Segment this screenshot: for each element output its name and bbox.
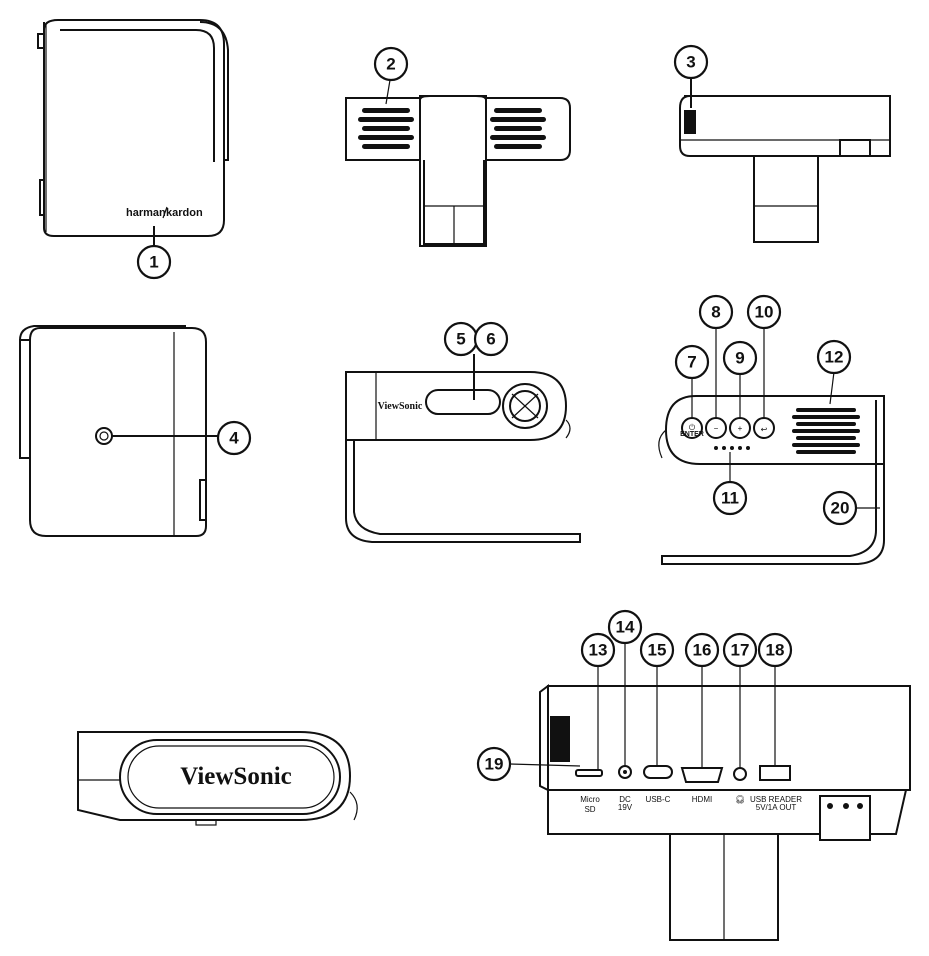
callout-2: 2 — [373, 46, 409, 82]
top-vents-right — [490, 108, 546, 149]
callout-20: 20 — [822, 490, 858, 526]
view-side-focus — [679, 78, 891, 243]
svg-text:5: 5 — [456, 330, 465, 349]
svg-text:+: + — [738, 424, 743, 433]
callout-6: 6 — [473, 321, 509, 357]
top-vents-left — [358, 108, 414, 149]
svg-text:10: 10 — [755, 303, 774, 322]
svg-text:Micro: Micro — [580, 795, 600, 804]
svg-text:19V: 19V — [618, 803, 633, 812]
callout-18: 18 — [757, 632, 793, 668]
callout-17: 17 — [722, 632, 758, 668]
svg-text:11: 11 — [721, 489, 739, 508]
callout-10: 10 — [746, 294, 782, 330]
callout-19: 19 — [476, 746, 512, 782]
svg-text:3: 3 — [686, 53, 695, 72]
callout-14: 14 — [607, 609, 643, 645]
view-lens-cover: ViewSonic — [77, 731, 358, 826]
svg-text:19: 19 — [485, 755, 504, 774]
svg-text:🎧︎: 🎧︎ — [735, 795, 745, 804]
svg-text:16: 16 — [693, 641, 712, 660]
view-bottom-tripod — [19, 325, 218, 537]
view-control-panel: ⏻ ENTER − + ↩ — [658, 328, 885, 565]
harman-logo-right: kardon — [166, 207, 203, 219]
svg-text:17: 17 — [731, 641, 750, 660]
svg-text:18: 18 — [766, 641, 785, 660]
svg-text:1: 1 — [149, 253, 158, 272]
callout-15: 15 — [639, 632, 675, 668]
svg-text:6: 6 — [486, 330, 495, 349]
svg-text:SD: SD — [584, 805, 595, 814]
view-rear-ports: Micro SD DC 19V USB-C HDMI 🎧︎ USB READER… — [509, 644, 911, 941]
led-indicators — [714, 446, 750, 450]
callout-3: 3 — [673, 44, 709, 80]
svg-text:15: 15 — [648, 641, 667, 660]
svg-text:2: 2 — [386, 55, 395, 74]
callout-5: 5 — [443, 321, 479, 357]
view-front-lens: ViewSonic — [345, 354, 581, 543]
callout-11: 11 — [712, 480, 748, 516]
callout-4: 4 — [216, 420, 252, 456]
svg-text:8: 8 — [711, 303, 720, 322]
svg-text:5V/1A OUT: 5V/1A OUT — [756, 803, 797, 812]
svg-text:USB-C: USB-C — [646, 795, 671, 804]
svg-text:13: 13 — [589, 641, 608, 660]
svg-text:USB READER: USB READER — [750, 795, 802, 804]
svg-text:↩: ↩ — [761, 425, 768, 434]
callout-16: 16 — [684, 632, 720, 668]
callout-9: 9 — [722, 340, 758, 376]
viewsonic-logo-small: ViewSonic — [378, 401, 423, 412]
svg-text:7: 7 — [687, 353, 696, 372]
svg-text:HDMI: HDMI — [692, 795, 712, 804]
svg-text:−: − — [714, 424, 719, 433]
callout-8: 8 — [698, 294, 734, 330]
svg-text:⏻: ⏻ — [689, 423, 696, 432]
svg-text:20: 20 — [831, 499, 850, 518]
svg-text:9: 9 — [735, 349, 744, 368]
svg-text:14: 14 — [616, 618, 635, 637]
callout-12: 12 — [816, 339, 852, 375]
svg-text:4: 4 — [229, 429, 239, 448]
view-top-vents — [345, 79, 571, 247]
callout-1: 1 — [136, 244, 172, 280]
svg-text:12: 12 — [825, 348, 844, 367]
view-front-harman: harman kardon — [37, 19, 229, 246]
side-vents — [792, 408, 860, 454]
callout-7: 7 — [674, 344, 710, 380]
svg-text:DC: DC — [619, 795, 631, 804]
viewsonic-logo-large: ViewSonic — [180, 763, 292, 790]
svg-text:ENTER: ENTER — [680, 431, 704, 438]
callout-13: 13 — [580, 632, 616, 668]
harman-logo-left: harman — [126, 207, 166, 219]
